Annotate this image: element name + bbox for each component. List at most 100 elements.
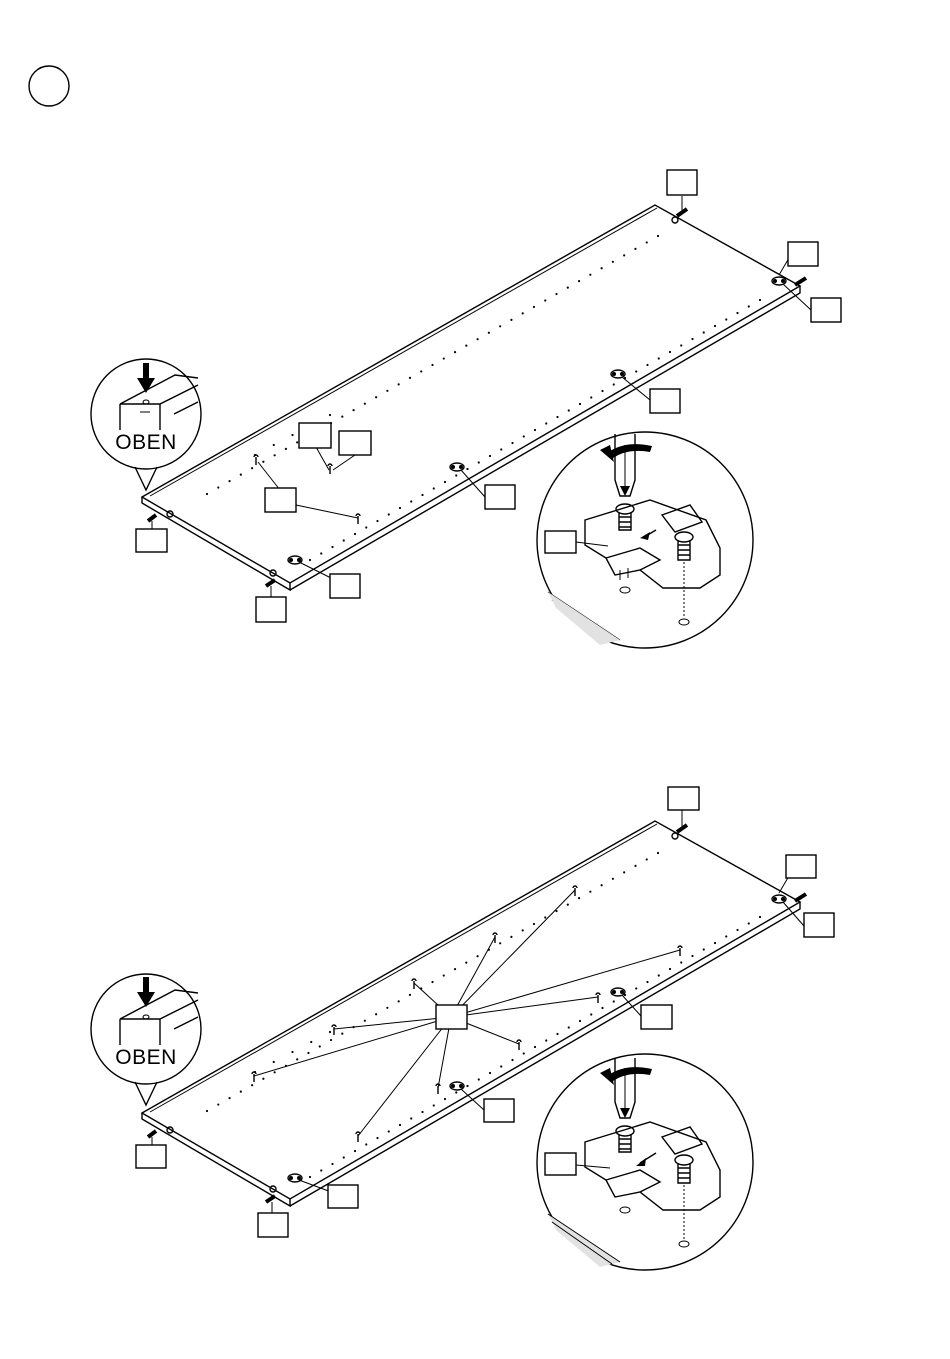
drill-hole — [523, 435, 525, 437]
drill-hole — [669, 968, 671, 970]
drill-hole — [399, 507, 401, 509]
drill-hole — [320, 1169, 322, 1171]
drill-hole — [354, 533, 356, 535]
drill-hole — [568, 409, 570, 411]
drill-hole — [635, 370, 637, 372]
drill-hole-rows — [206, 852, 761, 1178]
drill-hole — [386, 1007, 388, 1009]
drill-hole — [533, 306, 535, 308]
drill-hole — [759, 299, 761, 301]
drill-hole — [310, 1041, 312, 1043]
drill-hole — [409, 994, 411, 996]
drill-hole — [623, 254, 625, 256]
drill-hole — [433, 1104, 435, 1106]
drill-hole — [307, 1052, 309, 1054]
drill-hole — [240, 1091, 242, 1093]
panel-top: OBEN — [91, 170, 841, 648]
drill-hole — [589, 891, 591, 893]
oben-detail-bubble: OBEN — [91, 974, 201, 1105]
drill-hole — [601, 884, 603, 886]
drill-hole — [455, 1091, 457, 1093]
drill-hole — [556, 416, 558, 418]
drill-hole — [466, 1085, 468, 1087]
drill-hole — [669, 351, 671, 353]
drill-hole — [544, 299, 546, 301]
hinge-plate-icon — [288, 277, 786, 564]
drill-hole — [567, 287, 569, 289]
drill-hole — [612, 878, 614, 880]
drill-hole — [365, 1143, 367, 1145]
shelf-pin-icon — [252, 1072, 256, 1082]
drill-hole — [567, 904, 569, 906]
drill-hole — [623, 871, 625, 873]
drill-hole — [364, 403, 366, 405]
drill-hole — [510, 936, 512, 938]
drill-hole — [364, 1020, 366, 1022]
drill-hole — [612, 261, 614, 263]
drill-hole — [399, 1124, 401, 1126]
drill-hole — [285, 448, 287, 450]
drill-hole — [556, 1033, 558, 1035]
drill-hole — [545, 422, 547, 424]
drill-hole — [206, 1110, 208, 1112]
drill-hole — [601, 390, 603, 392]
drill-hole — [646, 858, 648, 860]
drill-hole — [273, 444, 275, 446]
drill-hole — [511, 442, 513, 444]
drill-hole — [511, 1059, 513, 1061]
hinge-detail-bubble — [537, 432, 753, 648]
drill-hole — [555, 293, 557, 295]
drill-hole — [646, 241, 648, 243]
callout-leaders — [152, 810, 804, 1213]
oben-label: OBEN — [115, 1046, 177, 1069]
drill-hole — [489, 455, 491, 457]
shelf-pin-icon — [678, 946, 682, 956]
drill-hole — [523, 1052, 525, 1054]
drill-hole — [691, 338, 693, 340]
shelf-pin-icon — [596, 993, 600, 1003]
drill-hole — [206, 493, 208, 495]
drill-hole — [352, 409, 354, 411]
drill-hole — [454, 968, 456, 970]
drill-hole — [522, 929, 524, 931]
drill-hole — [309, 1176, 311, 1178]
shelf-board — [142, 205, 800, 590]
leader-line — [334, 1017, 451, 1029]
drill-hole — [748, 922, 750, 924]
drill-hole — [703, 948, 705, 950]
drill-hole — [736, 929, 738, 931]
down-arrow-icon — [137, 363, 155, 393]
drill-hole — [296, 441, 298, 443]
drill-hole — [421, 1111, 423, 1113]
drill-hole — [658, 357, 660, 359]
drill-hole — [421, 494, 423, 496]
drill-hole — [736, 312, 738, 314]
drill-hole — [444, 1098, 446, 1100]
shelf-pin-icon — [332, 1025, 336, 1035]
drill-hole — [613, 383, 615, 385]
drill-hole — [274, 454, 276, 456]
drill-hole — [579, 403, 581, 405]
screwdriver-icon — [615, 434, 635, 496]
drill-hole — [680, 344, 682, 346]
drill-hole — [331, 546, 333, 548]
drill-hole — [386, 390, 388, 392]
drill-hole — [320, 552, 322, 554]
drill-hole — [273, 1061, 275, 1063]
drill-hole — [431, 364, 433, 366]
drill-hole — [291, 434, 293, 436]
drill-hole — [262, 461, 264, 463]
drill-hole — [466, 468, 468, 470]
drill-hole — [444, 481, 446, 483]
drill-hole — [433, 487, 435, 489]
drill-hole — [329, 414, 331, 416]
drill-hole — [388, 513, 390, 515]
drill-hole — [613, 1000, 615, 1002]
drill-hole — [646, 981, 648, 983]
drill-hole — [431, 981, 433, 983]
leader-line — [451, 997, 598, 1017]
drill-hole — [443, 357, 445, 359]
drill-hole — [578, 280, 580, 282]
drill-hole — [217, 486, 219, 488]
